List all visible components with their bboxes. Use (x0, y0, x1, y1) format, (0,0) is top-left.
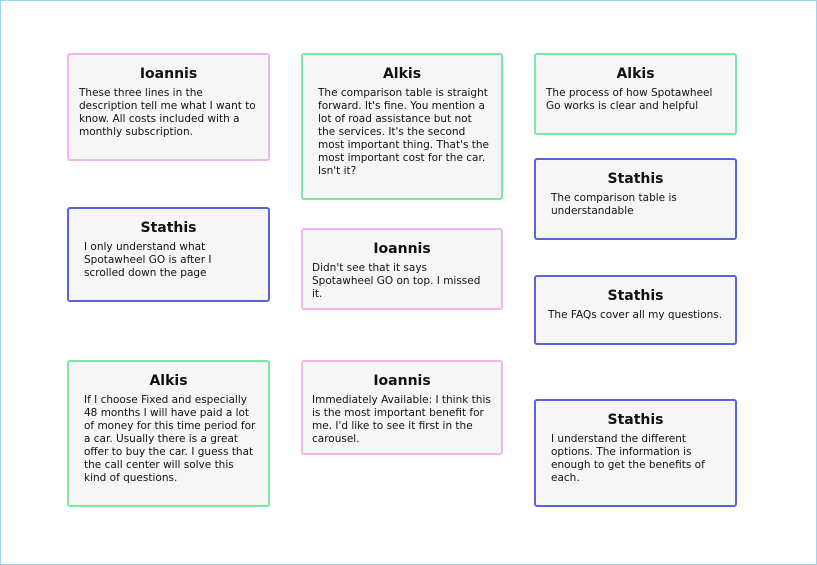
card-author: Alkis (616, 66, 655, 82)
card-author: Stathis (140, 220, 197, 236)
card-text: These three lines in the description tel… (79, 87, 256, 138)
card-text: The comparison table is understandable (551, 192, 677, 217)
card-text: Immediately Available: I think this is t… (312, 394, 491, 445)
card-author: Ioannis (373, 241, 431, 257)
card-text: If I choose Fixed and especially 48 mont… (84, 394, 256, 484)
card-author: Stathis (607, 412, 664, 428)
feedback-card-ioannis-description[interactable]: Ioannis These three lines in the descrip… (67, 53, 270, 161)
card-text: Didn't see that it says Spotawheel GO on… (312, 262, 481, 300)
feedback-card-stathis-table[interactable]: Stathis The comparison table is understa… (534, 158, 737, 240)
card-text: I understand the different options. The … (551, 433, 705, 484)
card-author: Ioannis (139, 66, 198, 82)
feedback-card-stathis-options[interactable]: Stathis I understand the different optio… (534, 399, 737, 507)
feedback-card-alkis-fixed-months[interactable]: Alkis If I choose Fixed and especially 4… (67, 360, 270, 507)
feedback-card-stathis-scrolled[interactable]: Stathis I only understand what Spotawhee… (67, 207, 270, 302)
card-text: The FAQs cover all my questions. (548, 309, 723, 321)
card-text: The process of how Spotawheel Go works i… (546, 87, 713, 112)
feedback-card-stathis-faqs[interactable]: Stathis The FAQs cover all my questions. (534, 275, 737, 345)
card-author: Alkis (382, 66, 422, 82)
card-author: Ioannis (373, 373, 431, 389)
card-text: The comparison table is straight forward… (318, 87, 490, 177)
feedback-card-alkis-process[interactable]: Alkis The process of how Spotawheel Go w… (534, 53, 737, 135)
card-text: I only understand what Spotawheel GO is … (84, 241, 212, 279)
card-author: Stathis (607, 288, 664, 304)
card-author: Alkis (149, 373, 188, 389)
feedback-card-ioannis-available[interactable]: Ioannis Immediately Available: I think t… (301, 360, 503, 455)
card-author: Stathis (607, 171, 664, 187)
feedback-card-alkis-comparison[interactable]: Alkis The comparison table is straight f… (301, 53, 503, 200)
feedback-card-ioannis-missed[interactable]: Ioannis Didn't see that it says Spotawhe… (301, 228, 503, 310)
